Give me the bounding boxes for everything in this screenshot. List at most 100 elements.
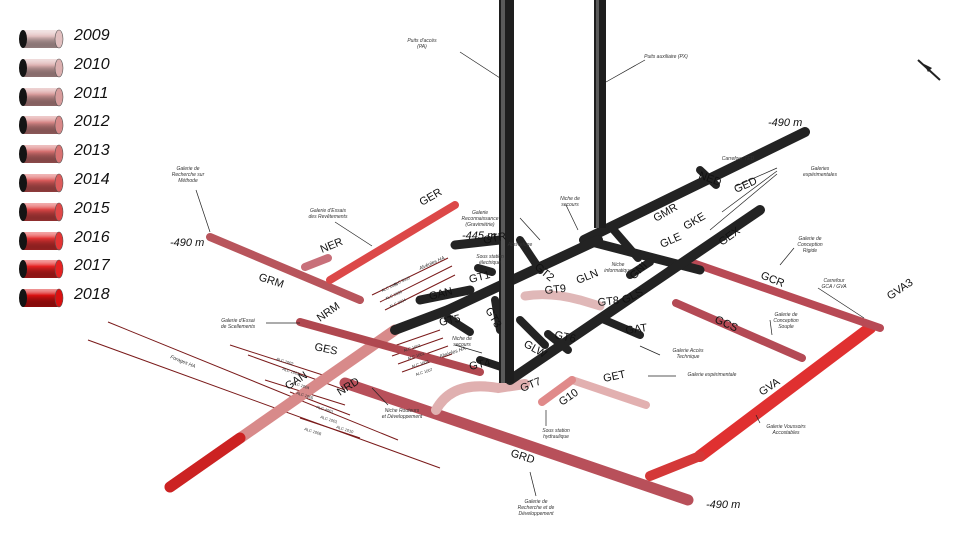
- hole-tag: ALC 1005: [296, 390, 315, 400]
- label-gt6: GT6: [553, 329, 576, 345]
- elevation-middle: -445 m: [462, 230, 496, 242]
- legend-year-label: 2015: [74, 199, 110, 217]
- legend-swatch-cylinder-icon: [18, 230, 64, 252]
- hole-tag: ALC 1010: [336, 424, 355, 434]
- hole-tag: ALC 1601: [407, 350, 426, 360]
- legend-year-label: 2013: [74, 142, 110, 160]
- hole-tag: ALC 1007: [415, 366, 434, 376]
- north-arrow-icon: [917, 59, 941, 81]
- elevation-bottom-right: -490 m: [706, 499, 740, 511]
- hole-tag: ALC 1602: [403, 342, 422, 352]
- elevation-top-right: -490 m: [768, 117, 802, 129]
- label-gt4: GT4: [468, 357, 491, 373]
- gallery-g10: [538, 376, 576, 406]
- legend-year-label: 2009: [74, 27, 110, 44]
- gallery-gan-left-red: [164, 432, 246, 493]
- label-gtr: GTR: [482, 230, 507, 247]
- hole-tag: ALC 1002: [276, 356, 295, 366]
- label-gt1: GT1: [468, 269, 492, 286]
- label-ner: NER: [319, 236, 345, 256]
- hole-tag: ALC 1004: [292, 380, 311, 390]
- legend-year-label: 2017: [74, 257, 110, 275]
- note-abri: Abri/refuge: [507, 242, 533, 248]
- legend-swatch-cylinder-icon: [18, 28, 64, 50]
- hole-tag: ALC 1603: [411, 358, 430, 368]
- label-gln: GLN: [575, 267, 601, 287]
- label-gt8: GT8: [597, 295, 620, 309]
- gallery-grd: [339, 377, 694, 506]
- legend-swatch-cylinder-icon: [18, 201, 64, 223]
- label-gt9: GT9: [544, 283, 567, 297]
- label-gat: GAT: [625, 322, 649, 337]
- note-puits-acces: Puits d'accès(PA): [407, 38, 437, 50]
- gallery-gcs: [672, 299, 806, 362]
- note-galerie-experimentale: Galerie expérimentale: [688, 372, 737, 378]
- gallery-ges: [296, 318, 484, 376]
- label-get: GET: [602, 368, 627, 384]
- hole-tag: ALC 1006: [304, 426, 323, 436]
- label-ger: GER: [418, 186, 445, 208]
- label-gva3: GVA3: [885, 277, 915, 303]
- legend-year-label: 2014: [74, 170, 110, 188]
- gallery-ger: [326, 201, 459, 284]
- label-gle: GLE: [658, 231, 683, 251]
- legend-swatch-cylinder-icon: [18, 114, 64, 136]
- legend-swatch-cylinder-icon: [18, 86, 64, 108]
- hole-tag: ALC 3005: [392, 275, 411, 287]
- hole-tag: ALC 1001: [320, 414, 339, 424]
- legend-item: 2011: [16, 80, 156, 109]
- gallery-ner: [301, 254, 332, 271]
- hole-tag: ALC 4001: [316, 404, 335, 414]
- legend-year-label: 2011: [74, 84, 109, 102]
- hole-tag: ALC 1003: [282, 366, 301, 376]
- shaft-px: [594, 0, 606, 228]
- gallery-grm: [206, 233, 364, 304]
- legend-year-label: 2012: [74, 113, 110, 131]
- gallery-gva-link: [645, 451, 705, 481]
- legend-item: 2013: [16, 137, 156, 166]
- legend-item: 2010: [16, 51, 156, 80]
- legend-swatch-cylinder-icon: [18, 57, 64, 79]
- legend-year-label: 2010: [74, 55, 110, 73]
- gallery-labels: GER NER GRM NRM GES GAN NRD GAN GT1 GT2 …: [257, 170, 915, 467]
- gallery-connector: [431, 379, 530, 415]
- label-gan-mid: GAN: [428, 285, 454, 302]
- label-ges: GES: [313, 341, 338, 358]
- legend-year-label: 2016: [74, 228, 110, 246]
- legend-item: 2014: [16, 166, 156, 195]
- note-carrefour-ted: Carrefour TED: [722, 156, 755, 162]
- legend-item: 2012: [16, 108, 156, 137]
- elevation-left: -490 m: [170, 237, 204, 249]
- legend-item: 2009: [16, 22, 156, 51]
- gallery-tunnels-colored: [164, 201, 884, 506]
- gallery-gcr: [686, 258, 884, 332]
- legend-item: 2018: [16, 281, 156, 310]
- label-gke: GKE: [682, 211, 708, 233]
- note-puits-auxiliaire: Puits auxiliaire (PX): [644, 54, 688, 60]
- label-nrm: NRM: [315, 300, 342, 324]
- gallery-gva3: [694, 322, 876, 462]
- label-grm: GRM: [257, 271, 285, 290]
- label-gcs: GCS: [713, 314, 740, 335]
- label-gt5: GT5: [438, 313, 461, 329]
- legend-swatch-cylinder-icon: [18, 258, 64, 280]
- legend-item: 2015: [16, 195, 156, 224]
- label-gt7: GT7: [519, 376, 543, 395]
- legend-year-label: 2018: [74, 286, 110, 304]
- note-forages-ha: Alvéoles HA: [417, 255, 446, 272]
